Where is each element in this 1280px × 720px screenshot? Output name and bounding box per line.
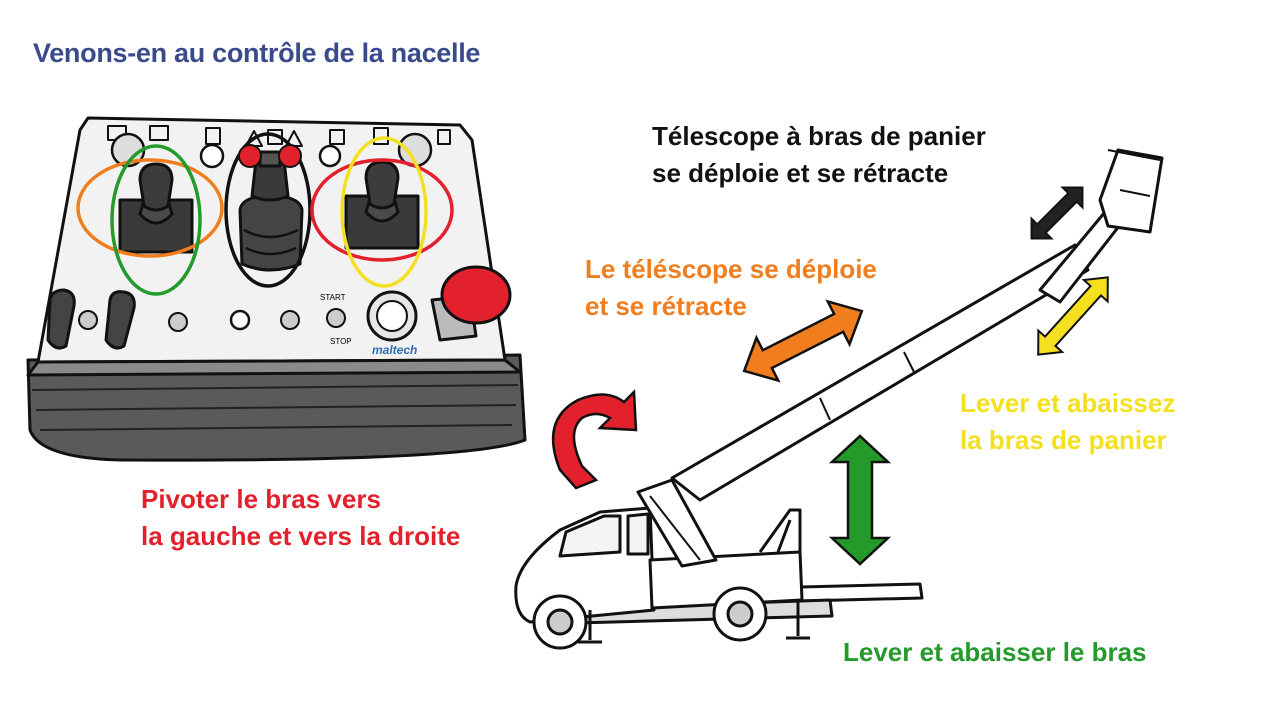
label-line: Le téléscope se déploie — [585, 254, 877, 284]
arrow-rotate — [551, 389, 638, 490]
highlight-dot-red — [278, 144, 302, 168]
symbol-box — [437, 129, 451, 145]
label-line: se déploie et se rétracte — [652, 158, 949, 188]
arrow-basket-arm — [1037, 276, 1109, 356]
arrow-basket-telescope — [1030, 186, 1084, 240]
symbol-box — [149, 125, 169, 141]
label-line: la gauche et vers la droite — [141, 521, 461, 551]
brand-logo: maltech — [372, 343, 417, 357]
joystick-right — [344, 160, 420, 250]
label-line: Télescope à bras de panier — [652, 121, 986, 151]
indicator-lamp — [199, 143, 225, 169]
label-line: Lever et abaisser le bras — [843, 637, 1147, 667]
toggle-base — [78, 310, 98, 330]
boom-truck — [514, 148, 1164, 650]
basket — [1098, 148, 1164, 234]
stop-label: STOP — [330, 337, 352, 346]
label-line: Pivoter le bras vers — [141, 484, 381, 514]
control-panel — [26, 116, 527, 462]
symbol-box — [373, 127, 389, 145]
label-line: Lever et abaissez — [960, 388, 1176, 418]
page-title: Venons-en au contrôle de la nacelle — [33, 38, 481, 68]
arrow-lift-arm — [828, 434, 892, 566]
highlight-orange — [76, 158, 224, 258]
label-basket-arm: Lever et abaissez la bras de panier — [960, 385, 1175, 459]
toggle-base — [280, 310, 300, 330]
highlight-dot-red — [238, 144, 262, 168]
label-rotate: Pivoter le bras vers la gauche et vers l… — [141, 481, 460, 555]
arrow-telescope — [742, 299, 864, 383]
highlight-yellow — [340, 136, 428, 288]
indicator-lamp — [229, 309, 251, 331]
label-lift-arm: Lever et abaisser le bras — [843, 634, 1147, 671]
label-line: et se rétracte — [585, 291, 747, 321]
start-label: START — [320, 293, 346, 302]
toggle-switch — [46, 288, 76, 350]
symbol-box — [329, 129, 345, 145]
highlight-green — [110, 144, 202, 296]
toggle-switch — [104, 290, 136, 350]
highlight-black — [224, 132, 312, 288]
emergency-stop-button — [440, 265, 512, 325]
main-boom — [670, 243, 1090, 502]
toggle-base — [168, 312, 188, 332]
label-telescope: Le téléscope se déploie et se rétracte — [585, 251, 877, 325]
label-basket-telescope: Télescope à bras de panier se déploie et… — [652, 118, 986, 192]
toggle-base — [326, 308, 346, 328]
indicator-lamp — [318, 144, 342, 168]
label-line: la bras de panier — [960, 425, 1167, 455]
joystick-left — [118, 162, 194, 254]
highlight-red — [310, 158, 454, 262]
